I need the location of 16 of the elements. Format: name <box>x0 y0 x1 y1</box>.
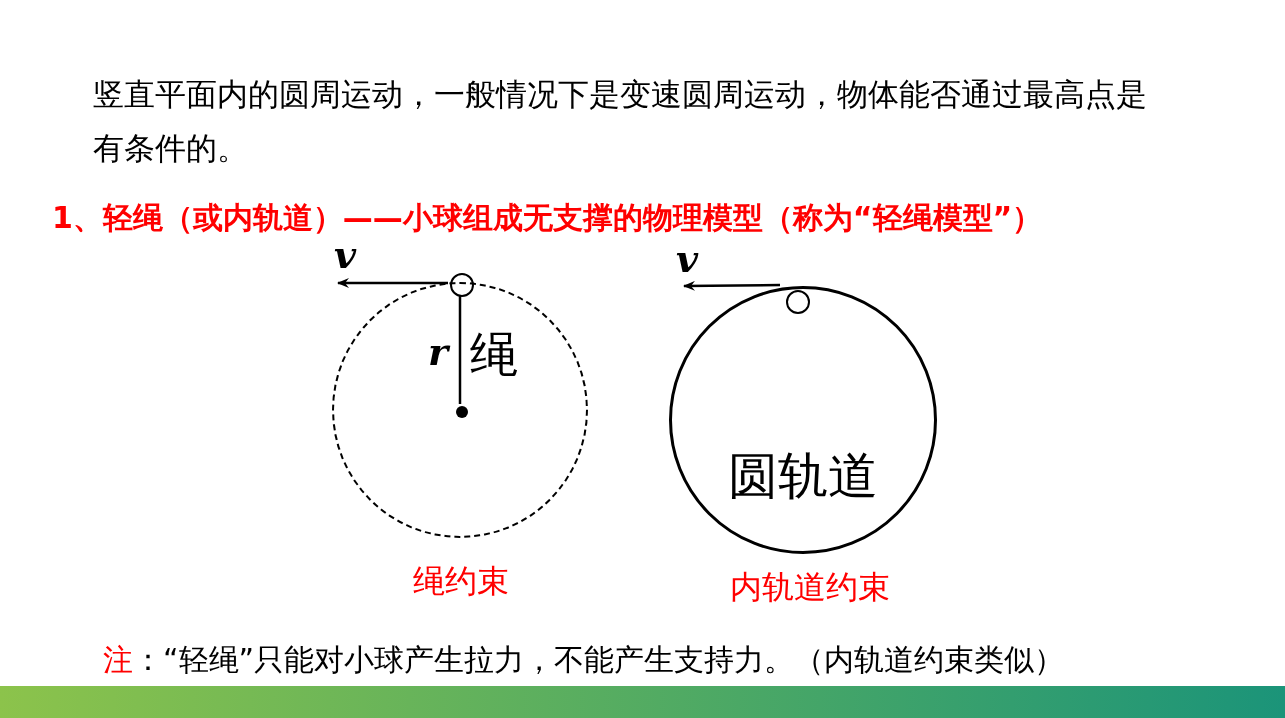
note-text: ：“轻绳”只能对小球产生拉力，不能产生支持力。（内轨道约束类似） <box>133 641 1065 679</box>
node-label: 绳约束 <box>413 562 509 601</box>
radius-symbol: r <box>428 333 449 371</box>
track-label: 圆轨道 <box>727 451 879 501</box>
ball <box>450 273 474 297</box>
center-dot <box>456 406 468 418</box>
rope-label: 绳 <box>470 330 518 378</box>
node-label: 内轨道约束 <box>730 568 890 607</box>
intro-text: 竖直平面内的圆周运动，一般情况下是变速圆周运动，物体能否通过最高点是有条件的。 <box>93 76 1148 168</box>
note-marker: 注 <box>103 641 133 679</box>
section-heading: 1、轻绳（或内轨道）——小球组成无支撑的物理模型（称为“轻绳模型”） <box>52 199 1043 237</box>
velocity-symbol: v <box>334 236 357 274</box>
rope-line <box>458 295 462 404</box>
ball <box>786 290 810 314</box>
track-circle <box>669 286 937 554</box>
velocity-symbol: v <box>676 240 699 278</box>
